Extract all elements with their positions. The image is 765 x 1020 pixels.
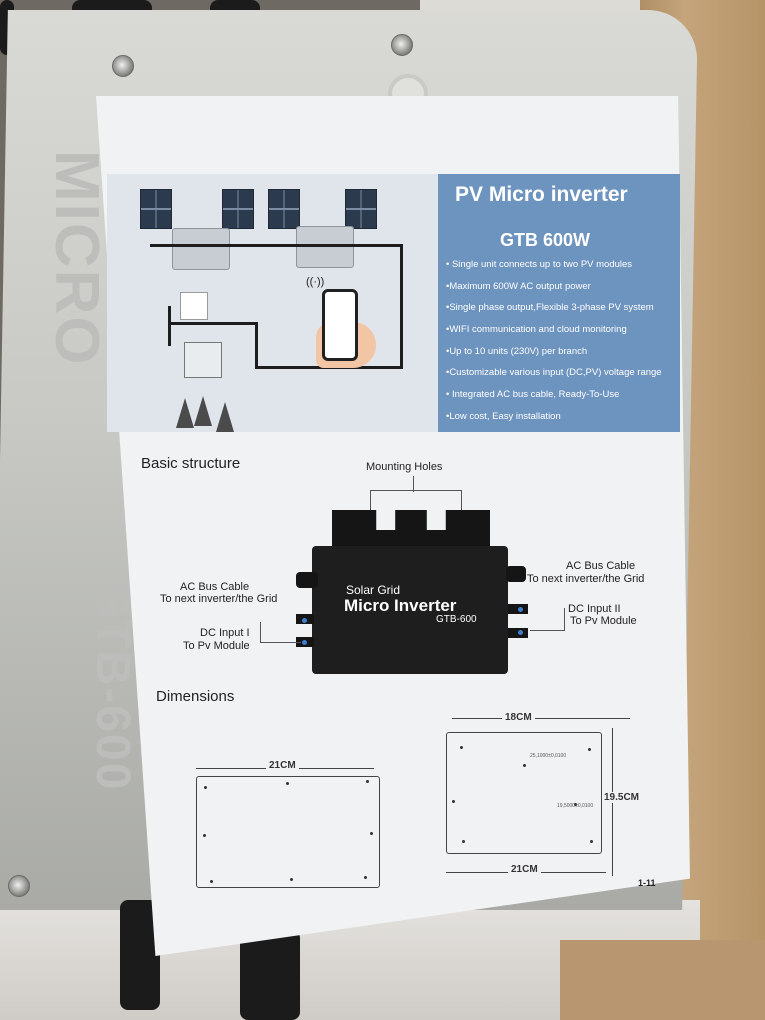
mini-inverter-icon (172, 228, 230, 270)
ac-connector (296, 572, 318, 588)
smartphone-icon (322, 289, 358, 361)
dc-input-right-label: DC Input II (568, 603, 621, 615)
mounting-hole (462, 840, 465, 843)
callout-line (413, 476, 414, 492)
feature-item: • Single unit connects up to two PV modu… (446, 259, 633, 270)
ac-connector (506, 566, 526, 582)
mounting-hole (366, 780, 369, 783)
mounting-hole (286, 782, 289, 785)
solar-panel-icon (140, 189, 172, 229)
mounting-hole (452, 800, 455, 803)
electric-meter-icon (184, 342, 222, 378)
dimension-line (452, 718, 630, 719)
solar-panel-icon (222, 189, 254, 229)
inverter-body (312, 546, 508, 674)
mounting-hole (590, 840, 593, 843)
power-tower-icon (194, 396, 212, 426)
power-tower-icon (216, 402, 234, 432)
side-outline (196, 776, 380, 888)
callout-dot (518, 607, 523, 612)
mini-inverter-icon (296, 226, 354, 268)
mounting-hole (460, 746, 463, 749)
cable (240, 930, 300, 1020)
product-brand-text: Solar Grid (346, 583, 401, 597)
wire (168, 306, 171, 346)
callout-dot (518, 630, 523, 635)
product-name-text: Micro Inverter (344, 596, 457, 615)
wire (255, 322, 258, 368)
width-dimension-label: 21CM (266, 760, 299, 771)
callout-line (530, 608, 565, 631)
mounting-holes-label: Mounting Holes (366, 461, 443, 473)
feature-item: •Low cost, Easy installation (446, 410, 561, 422)
basic-structure-title: Basic structure (141, 455, 241, 472)
screw (391, 34, 413, 56)
mounting-bracket (332, 510, 490, 550)
top-outline (446, 732, 602, 854)
dc-input-right-sublabel: To Pv Module (570, 615, 637, 627)
product-model: GTB 600W (500, 230, 591, 250)
feature-list: • Single unit connects up to two PV modu… (446, 258, 662, 432)
screw (112, 55, 134, 77)
feature-item: •Up to 10 units (230V) per branch (446, 345, 588, 357)
hole-spacing-note: 19,5000±0,0100 (557, 803, 594, 809)
feature-item: • Integrated AC bus cable, Ready-To-Use (446, 389, 620, 401)
feature-item: •Customizable various input (DC,PV) volt… (446, 367, 662, 379)
product-title: PV Micro inverter (455, 183, 628, 206)
callout-dot (302, 640, 307, 645)
power-tower-icon (176, 398, 194, 428)
ac-bus-right-sublabel: To next inverter/the Grid (527, 573, 645, 585)
dc-input-left-sublabel: To Pv Module (183, 640, 250, 652)
mounting-hole (523, 764, 526, 767)
callout-line (370, 490, 462, 519)
mounting-hole (364, 876, 367, 879)
top-width-dimension-label: 18CM (502, 712, 535, 723)
feature-panel (438, 174, 680, 432)
mounting-hole (290, 878, 293, 881)
hole-spacing-note: 25,1000±0,0100 (530, 753, 567, 759)
wall-socket-icon (180, 292, 208, 320)
mounting-hole (588, 748, 591, 751)
bottom-width-dimension-label: 21CM (508, 864, 541, 875)
callout-line (260, 622, 301, 643)
solar-panel-icon (268, 189, 300, 229)
ac-bus-left-label: AC Bus Cable (180, 581, 250, 593)
product-image (312, 510, 508, 674)
device-side-print: MICRO (42, 150, 111, 367)
wire (150, 244, 400, 247)
wire (168, 322, 258, 325)
height-dimension-label: 19.5CM (602, 792, 642, 803)
dc-input-left-label: DC Input I (200, 627, 250, 639)
mounting-hole (204, 786, 207, 789)
wifi-icon: ((·)) (306, 276, 325, 288)
solar-panel-icon (345, 189, 377, 229)
box-flap (560, 940, 765, 1020)
mounting-hole (203, 834, 206, 837)
ac-bus-right-label: AC Bus Cable (566, 560, 636, 572)
feature-item: •Maximum 600W AC output power (446, 280, 591, 292)
callout-dot (302, 618, 307, 623)
dimensions-title: Dimensions (156, 688, 235, 705)
feature-item: •Single phase output,Flexible 3-phase PV… (446, 302, 654, 314)
product-model-text: GTB-600 (436, 614, 477, 625)
mounting-hole (370, 832, 373, 835)
ac-bus-left-sublabel: To next inverter/the Grid (160, 593, 278, 605)
mounting-hole (210, 880, 213, 883)
wire (400, 244, 403, 368)
page-number: 1-11 (638, 878, 656, 888)
screw (8, 875, 30, 897)
mounting-hole (574, 803, 577, 806)
feature-item: •WIFI communication and cloud monitoring (446, 324, 627, 336)
